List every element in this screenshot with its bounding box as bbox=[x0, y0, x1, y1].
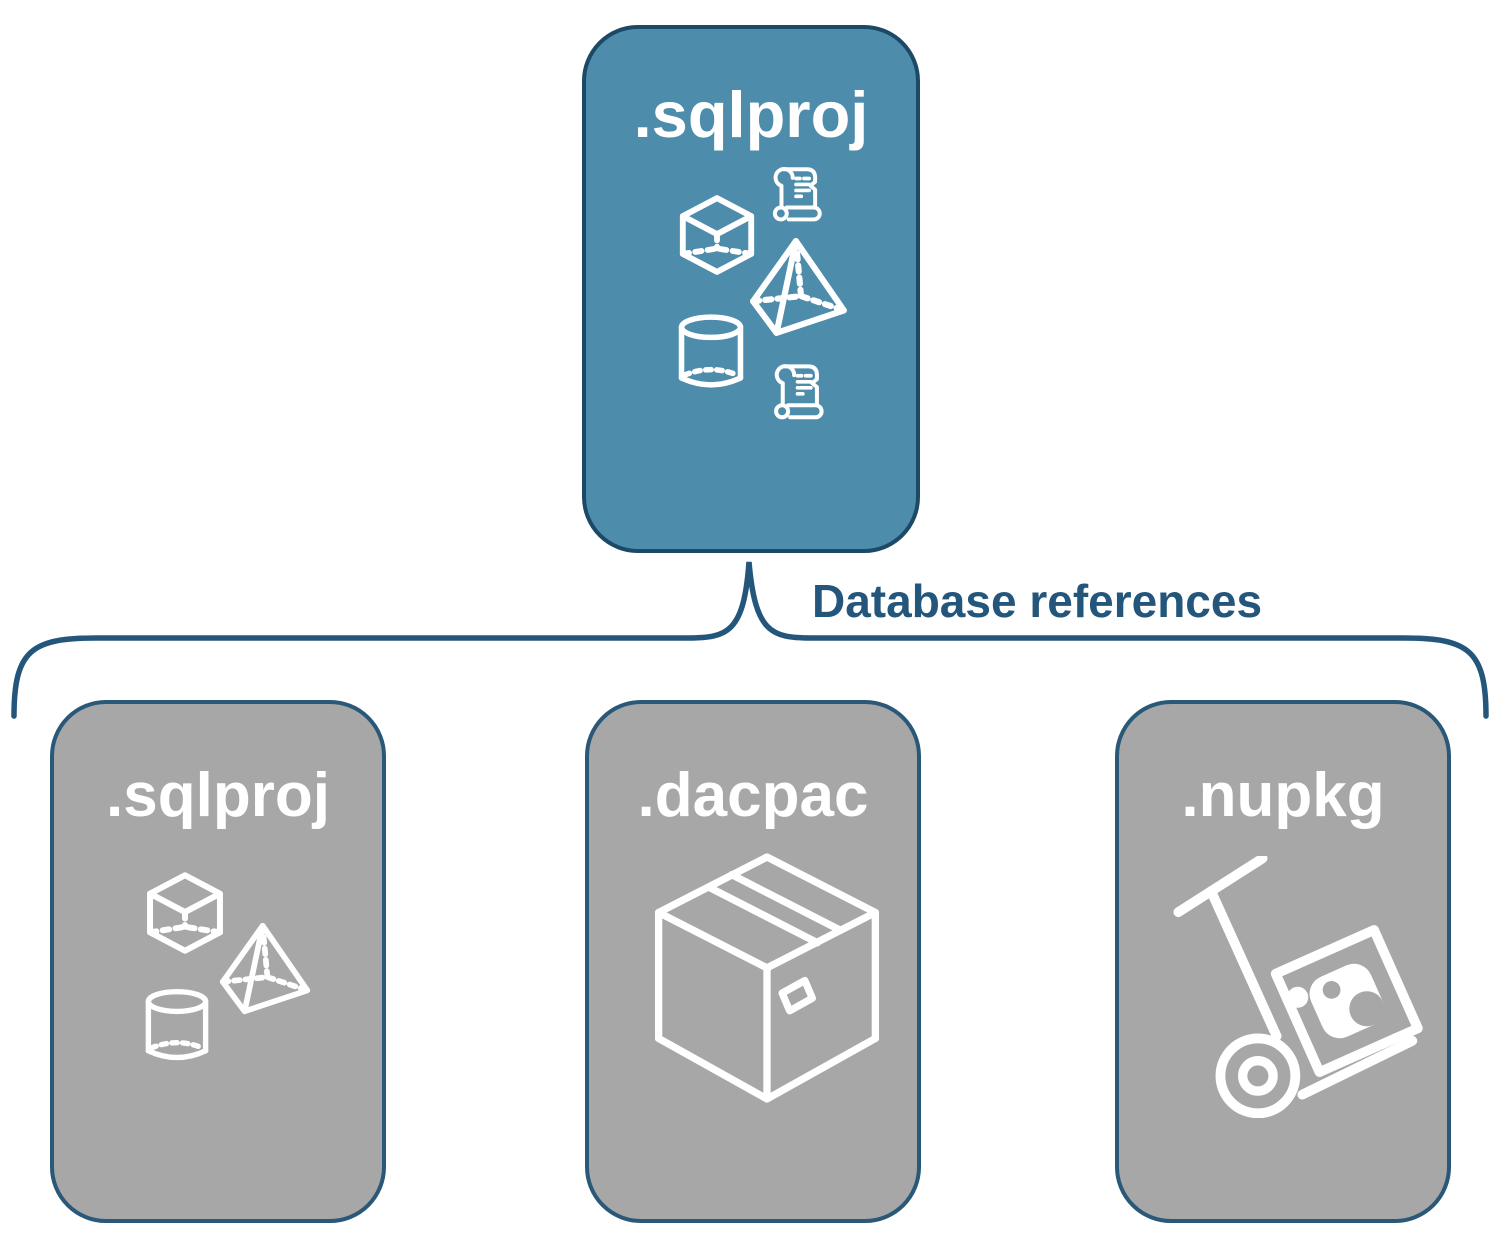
scroll-icon bbox=[765, 162, 827, 228]
cylinder-icon bbox=[676, 312, 746, 396]
hand-truck-nuget-icon bbox=[1169, 853, 1431, 1119]
cube-icon bbox=[139, 866, 231, 960]
scroll-icon bbox=[766, 359, 829, 426]
cube-icon bbox=[672, 189, 762, 281]
package-box-icon bbox=[641, 844, 893, 1112]
node-root-label: .sqlproj bbox=[633, 78, 869, 151]
node-child-dacpac: .dacpac bbox=[585, 700, 921, 1223]
node-child-sqlproj-label: .sqlproj bbox=[106, 761, 330, 830]
cylinder-icon bbox=[143, 986, 211, 1069]
node-child-sqlproj: .sqlproj bbox=[50, 700, 386, 1223]
node-child-dacpac-label: .dacpac bbox=[637, 761, 869, 830]
node-child-nupkg: .nupkg bbox=[1115, 700, 1451, 1223]
pyramid-icon bbox=[747, 237, 851, 339]
pyramid-icon bbox=[215, 922, 316, 1017]
node-child-nupkg-label: .nupkg bbox=[1181, 761, 1385, 830]
database-references-label: Database references bbox=[812, 575, 1263, 627]
node-root-sqlproj: .sqlproj bbox=[582, 25, 920, 553]
